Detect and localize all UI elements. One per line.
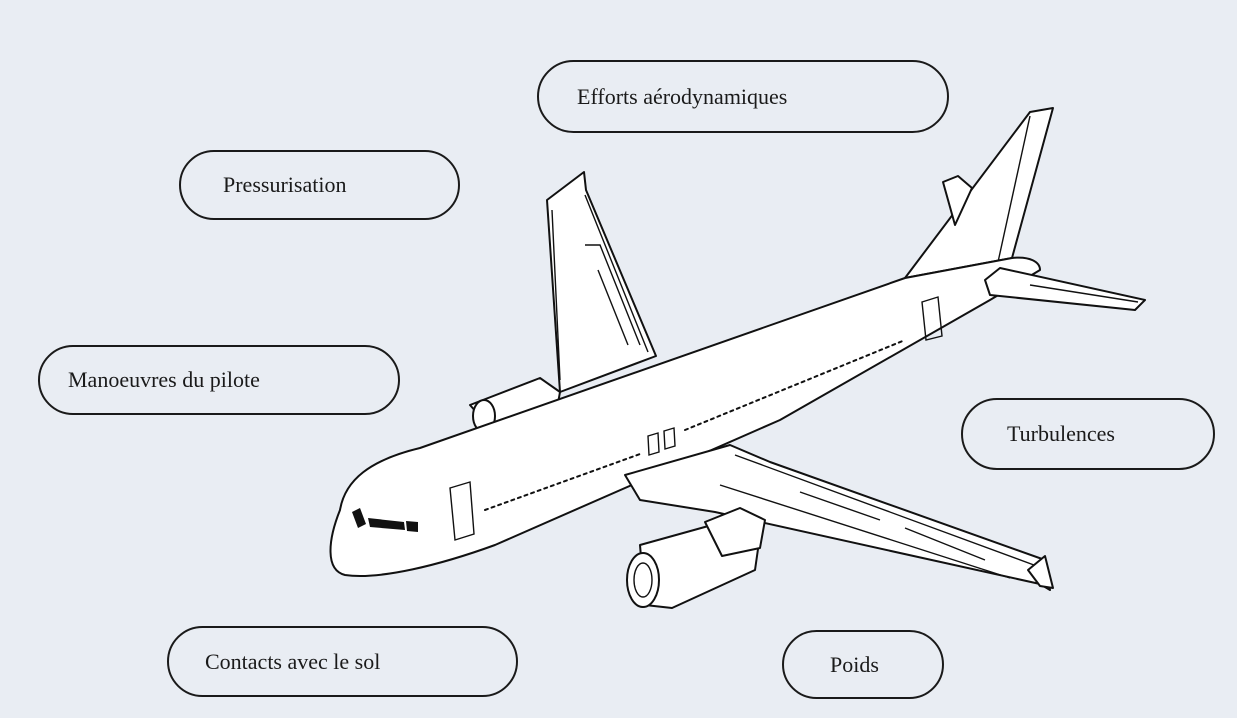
- pressurisation-label: Pressurisation: [179, 150, 460, 220]
- efforts-text: Efforts aérodynamiques: [577, 83, 788, 109]
- pressurisation-text: Pressurisation: [223, 172, 347, 197]
- contacts-sol-label: Contacts avec le sol: [167, 626, 518, 697]
- fuselage: [329, 256, 1041, 577]
- lower-engine: [626, 507, 766, 609]
- poids-label: Poids: [782, 630, 944, 699]
- tail-fin: [904, 107, 1054, 279]
- upper-wing: [546, 171, 657, 393]
- horizontal-stabilizer: [984, 267, 1146, 311]
- turbulences-label: Turbulences: [961, 398, 1215, 470]
- lower-wing: [624, 444, 1054, 591]
- turbulences-text: Turbulences: [1007, 421, 1115, 446]
- manoeuvres-text: Manoeuvres du pilote: [68, 367, 260, 392]
- manoeuvres-pilote-label: Manoeuvres du pilote: [38, 345, 400, 415]
- contacts-text: Contacts avec le sol: [205, 648, 381, 674]
- efforts-aerodynamiques-label: Efforts aérodynamiques: [537, 60, 949, 133]
- poids-text: Poids: [830, 651, 879, 677]
